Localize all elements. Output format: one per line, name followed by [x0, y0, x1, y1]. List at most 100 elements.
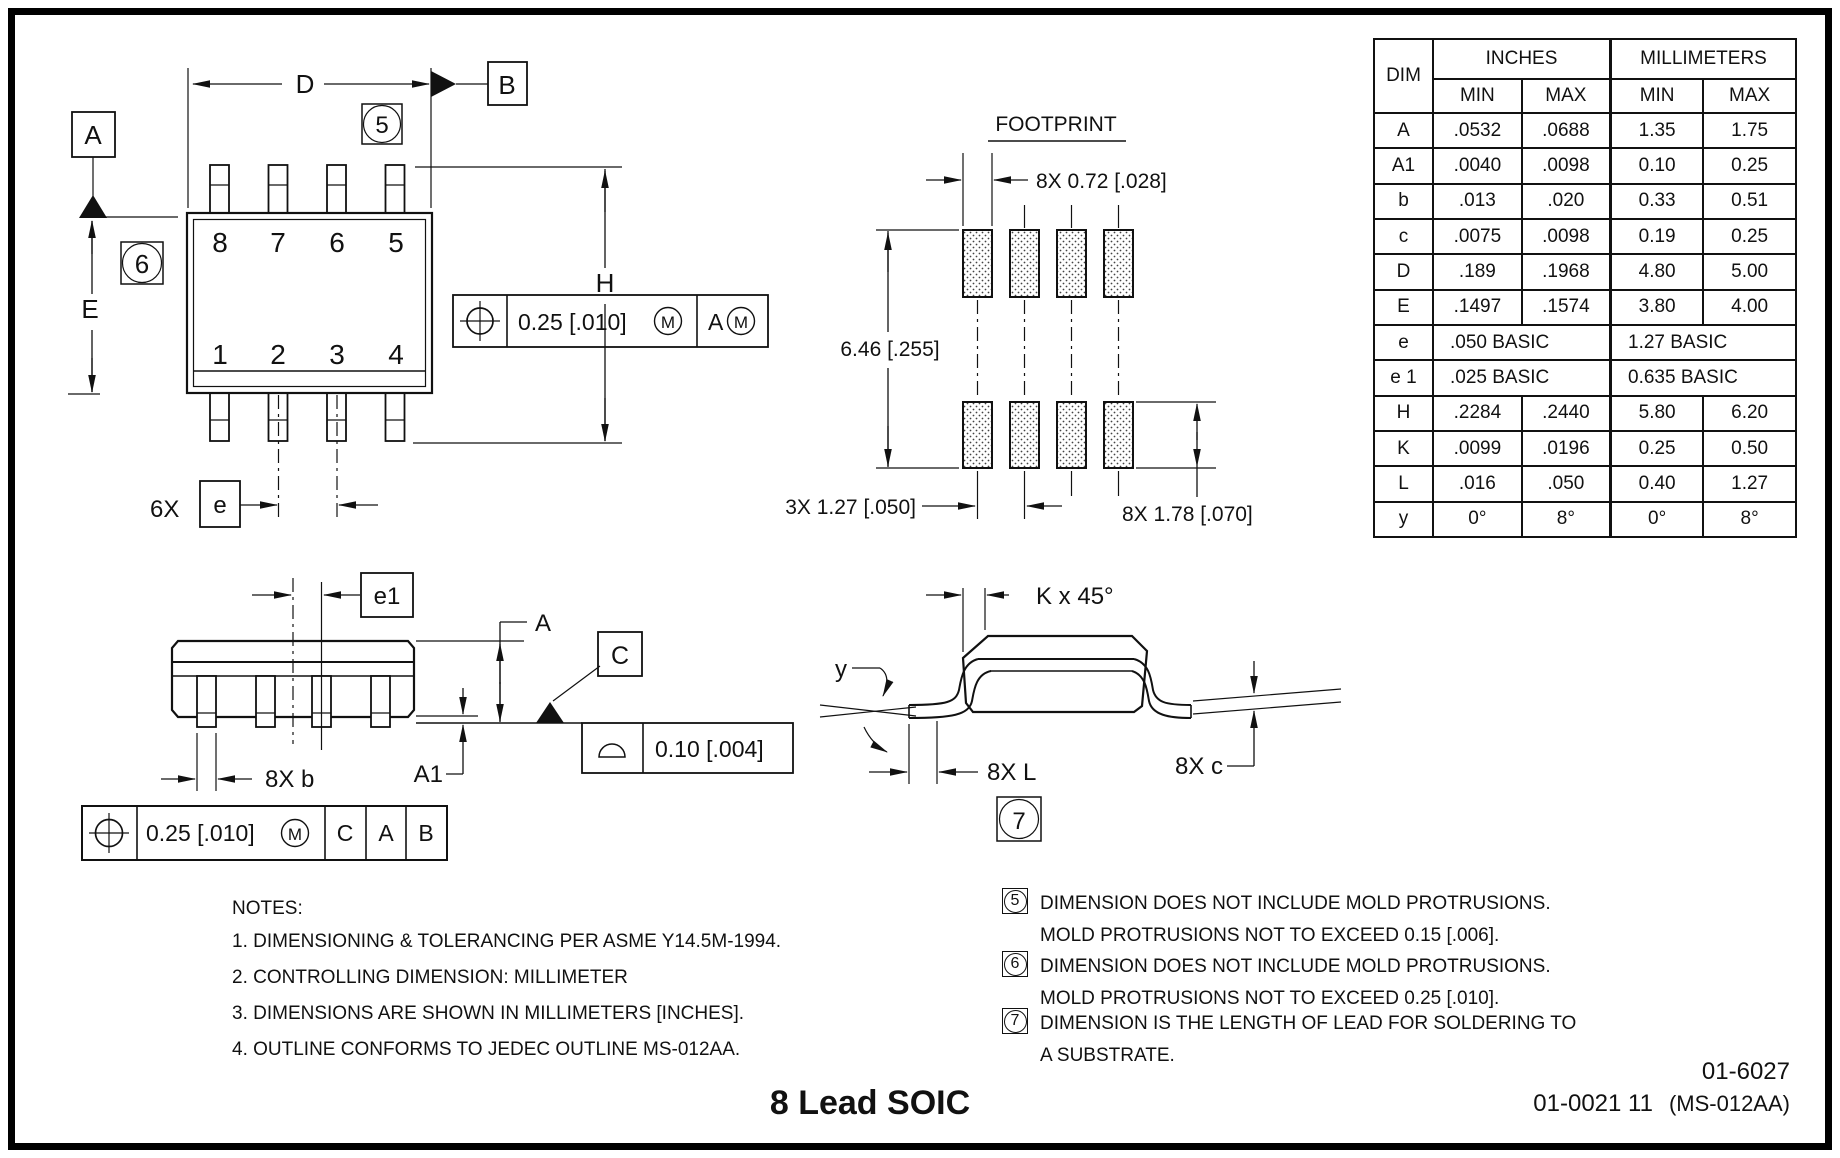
dim-label-pad-height: 8X 1.78 [.070]	[1122, 503, 1253, 526]
table-cell: 1.27	[1702, 465, 1797, 503]
datum-label-A: A	[84, 120, 102, 150]
table-cell: 5.00	[1702, 253, 1797, 291]
table-header-dim: DIM	[1373, 38, 1434, 114]
table-cell: .025 BASIC	[1432, 359, 1612, 397]
note-callout-5: 5 DIMENSION DOES NOT INCLUDE MOLD PROTRU…	[1002, 888, 1660, 951]
table-cell: .0040	[1432, 147, 1523, 185]
dim-label-E: E	[81, 294, 98, 324]
mmc-modifier-icon	[280, 818, 310, 848]
flatness-value: 0.10 [.004]	[655, 736, 764, 762]
dim-label-lead-length: 8X L	[987, 759, 1036, 786]
pin-number: 2	[270, 339, 286, 370]
dim-label-D: D	[296, 69, 315, 99]
position-symbol-icon	[89, 813, 129, 853]
note-ref-6: 6	[120, 241, 164, 285]
table-cell: e 1	[1373, 359, 1434, 397]
dimension-e-pitch: 6X e	[150, 480, 378, 528]
flatness-frame: 0.10 [.004]	[581, 722, 794, 774]
footprint-title: FOOTPRINT	[995, 113, 1116, 136]
fcf-modifier: M	[288, 825, 302, 844]
notes-heading: NOTES:	[232, 898, 303, 919]
dim-label-e: e	[213, 492, 226, 519]
table-cell: 4.00	[1702, 288, 1797, 326]
note-ref-5: 5	[361, 103, 403, 145]
table-cell: .0098	[1520, 147, 1612, 185]
table-cell: 0.10	[1609, 147, 1705, 185]
table-header-max: MAX	[1520, 78, 1612, 114]
table-cell: 1.27 BASIC	[1609, 323, 1797, 362]
doc-number-suffix: (MS-012AA)	[1668, 1091, 1790, 1116]
table-cell: b	[1373, 182, 1434, 220]
table-cell: K	[1373, 429, 1434, 468]
note-callout-7: 7 DIMENSION IS THE LENGTH OF LEAD FOR SO…	[1002, 1008, 1660, 1071]
table-cell: 0.40	[1609, 465, 1705, 503]
dim-label-span: 6.46 [.255]	[840, 338, 939, 361]
table-cell: .0099	[1432, 429, 1523, 468]
dimension-D: D B	[187, 61, 528, 208]
table-cell: 1.75	[1702, 111, 1797, 150]
datum-label-C: C	[611, 642, 629, 670]
callout-line: DIMENSION DOES NOT INCLUDE MOLD PROTRUSI…	[1040, 956, 1551, 977]
footprint-view: FOOTPRINT 8X 0.7	[785, 113, 1253, 526]
footprint-pads	[962, 229, 1134, 469]
note-ref-5-label: 5	[375, 112, 388, 139]
table-cell: 6.20	[1702, 394, 1797, 432]
dimension-lead-angle: y	[819, 656, 917, 753]
note-ref-7-label: 7	[1012, 808, 1025, 835]
dimension-e1: e1	[252, 572, 414, 618]
fcf-datum: B	[418, 820, 433, 846]
fcf-tolerance: 0.25 [.010]	[146, 820, 255, 846]
footprint-centerlines	[976, 205, 1120, 519]
dim-label-A: A	[535, 610, 551, 637]
pin-number: 7	[270, 227, 286, 258]
callout-line: MOLD PROTRUSIONS NOT TO EXCEED 0.15 [.00…	[1040, 924, 1500, 946]
dimension-pad-pitch: 3X 1.27 [.050]	[785, 496, 1062, 519]
table-cell: 0.33	[1609, 182, 1705, 220]
doc-number-top: 01-6027	[1701, 1058, 1790, 1085]
pin-number: 1	[212, 339, 228, 370]
pin-number: 4	[388, 339, 404, 370]
note-ref-box: 7	[1002, 1008, 1028, 1034]
dim-label-H: H	[596, 268, 615, 298]
table-cell: E	[1373, 288, 1434, 326]
datum-C: C	[416, 631, 643, 724]
table-cell: 0.50	[1702, 429, 1797, 468]
pin-number: 8	[212, 227, 228, 258]
pin-number: 5	[388, 227, 404, 258]
dimension-lead-width: 8X b	[161, 733, 314, 793]
top-view-pins-upper	[209, 164, 406, 214]
table-cell: .1968	[1520, 253, 1612, 291]
table-cell: 4.80	[1609, 253, 1705, 291]
dim-label-angle: y	[835, 656, 847, 683]
note-ref-number: 7	[1003, 1009, 1027, 1033]
table-cell: 0.25	[1702, 217, 1797, 256]
dimension-A1: A1	[414, 688, 478, 788]
table-cell: A1	[1373, 147, 1434, 185]
pin-numbers: 8 7 6 5 1 2 3 4	[212, 227, 404, 370]
table-cell: H	[1373, 394, 1434, 432]
table-cell: .013	[1432, 182, 1523, 220]
table-cell: .1497	[1432, 288, 1523, 326]
dim-label-chamfer: K x 45°	[1036, 583, 1114, 610]
package-body-outline	[185, 211, 434, 395]
note-ref-box: 5	[1002, 888, 1028, 914]
note-item: 4. OUTLINE CONFORMS TO JEDEC OUTLINE MS-…	[232, 1039, 741, 1060]
note-ref-box: 6	[1002, 951, 1028, 977]
table-cell: .0532	[1432, 111, 1523, 150]
table-cell: .050	[1520, 465, 1612, 503]
package-body-inner-line	[192, 218, 427, 388]
dimension-pad-height: 8X 1.78 [.070]	[1122, 401, 1253, 526]
dimension-E: A E	[68, 111, 178, 395]
note-ref-number: 5	[1003, 889, 1027, 913]
table-cell: 0.25	[1609, 429, 1705, 468]
pin-number: 3	[329, 339, 345, 370]
table-header-min: MIN	[1609, 78, 1705, 114]
fcf-datum-modifier: M	[734, 313, 748, 332]
